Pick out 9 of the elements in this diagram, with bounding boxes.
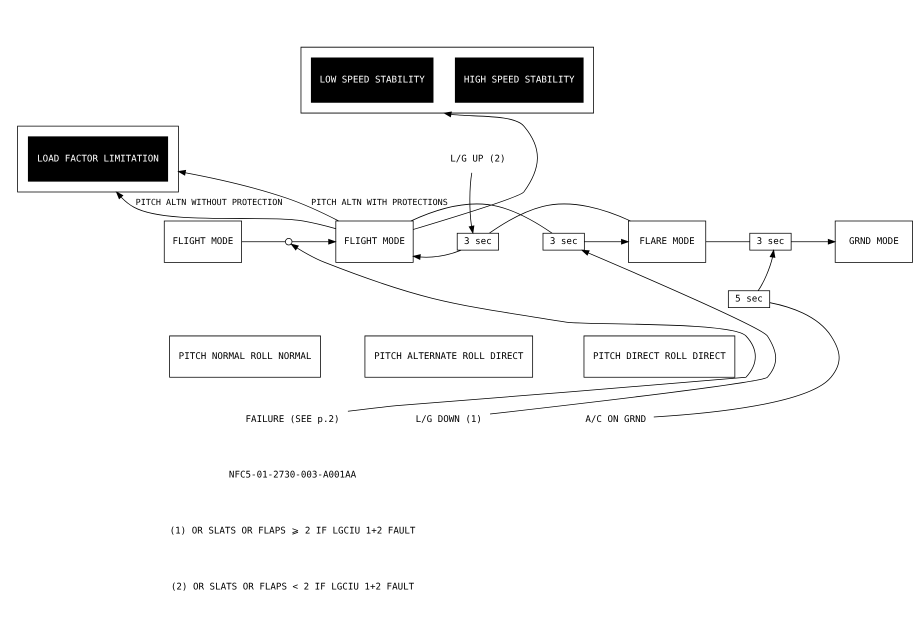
node-text: L/G UP (2) xyxy=(450,152,506,164)
label: (2) OR SLATS OR FLAPS < 2 IF LGCIU 1+2 FAULT xyxy=(170,581,414,592)
node-text: FAILURE (SEE p.2) xyxy=(246,413,340,424)
node-text: L/G DOWN (1) xyxy=(416,413,482,424)
edge-label: PITCH ALTN WITHOUT PROTECTION xyxy=(136,196,282,206)
edge-label: PITCH ALTN WITH PROTECTIONS xyxy=(311,196,448,206)
node-text: A/C ON GRND xyxy=(585,413,646,424)
label: NFC5-01-2730-003-A001AA xyxy=(228,469,356,480)
label: (1) OR SLATS OR FLAPS ⩾ 2 IF LGCIU 1+2 FAULT xyxy=(170,525,416,536)
